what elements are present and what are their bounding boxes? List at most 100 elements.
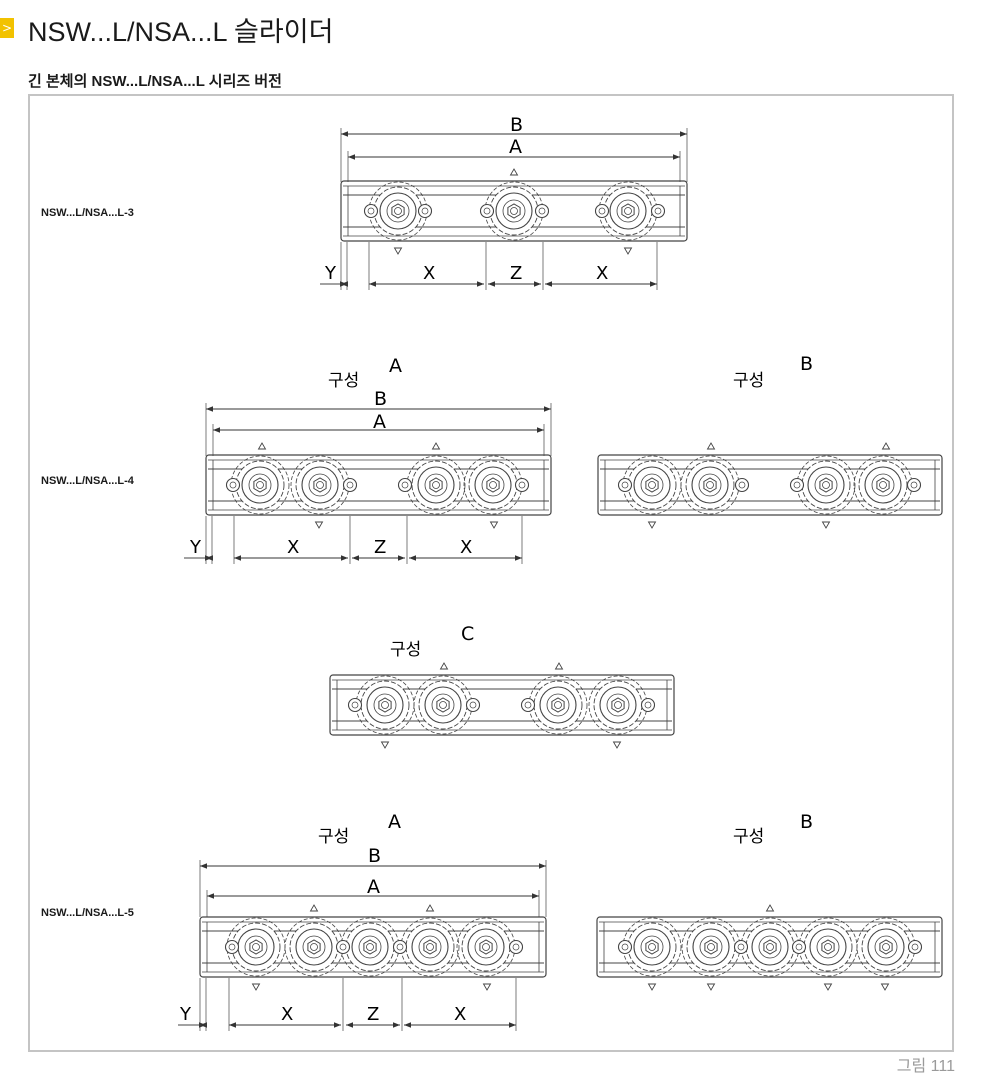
mounting-hole-inner [483,207,491,215]
dim-z-label: Z [367,1004,379,1025]
mounting-hole-inner [518,481,526,489]
hex-nut-icon [821,939,835,955]
mounting-hole [342,477,358,493]
mounting-hole [347,697,363,713]
roller-hub [248,473,272,497]
roller-assembly [400,917,460,977]
eccentric-marker-up-icon [881,442,891,450]
mounting-hole-inner [737,943,745,951]
dim-x-label: X [460,537,472,558]
mounting-hole-inner [738,481,746,489]
mounting-hole-inner [367,207,375,215]
row-label-4: NSW...L/NSA...L-4 [41,475,134,487]
roller-assembly [798,917,858,977]
mounting-hole [650,203,666,219]
eccentric-marker-up-icon [554,662,564,670]
roller-hub [386,199,410,223]
hex-nut-icon [645,477,659,493]
hex-nut-icon [486,477,500,493]
page-title: NSW...L/NSA...L 슬라이더 [28,17,334,47]
roller-assembly [290,455,350,515]
mounting-hole-inner [396,943,404,951]
hex-nut-icon [363,939,377,955]
mounting-hole [335,939,351,955]
figure-caption: 그림 111 [896,1058,955,1075]
mounting-hole [514,477,530,493]
roller-bore [394,207,402,215]
eccentric-marker-down-icon [251,983,261,991]
roller-hub [358,935,382,959]
hex-nut-icon [429,477,443,493]
roller-bore [624,207,632,215]
dim-x-label: X [281,1004,293,1025]
dim-y-label: Y [324,263,337,284]
row-label-3: NSW...L/NSA...L-3 [41,207,134,219]
mounting-hole [617,939,633,955]
roller-hub [474,935,498,959]
slider-outline [329,674,675,736]
roller-bore [648,481,656,489]
roller-bore [510,207,518,215]
mounting-hole [417,203,433,219]
roller-assembly [413,675,473,735]
mounting-hole-inner [621,481,629,489]
mounting-hole-inner [346,481,354,489]
eccentric-marker-down-icon [647,521,657,529]
mounting-hole-inner [421,207,429,215]
mounting-hole-inner [512,943,520,951]
roller-hub [616,199,640,223]
roller-bore [822,481,830,489]
roller-hub [431,693,455,717]
roller-bore [252,943,260,951]
mounting-hole [594,203,610,219]
dim-x-label: X [423,263,435,284]
dim-b-label: B [374,388,387,410]
hex-nut-icon [879,939,893,955]
roller-bore [489,481,497,489]
slider-body [596,904,943,991]
config-label-b-letter: B [800,353,813,375]
dim-a-label: A [373,411,386,433]
mounting-hole [617,477,633,493]
mounting-hole [907,939,923,955]
mounting-hole-inner [401,481,409,489]
config-label-a-word: 구성 [328,371,359,391]
roller-hub [302,935,326,959]
hex-nut-icon [378,697,392,713]
hex-nut-icon [423,939,437,955]
mounting-hole [224,939,240,955]
dim-x-label: X [596,263,608,284]
roller-hub [481,473,505,497]
eccentric-marker-up-icon [765,904,775,912]
hex-nut-icon [703,477,717,493]
roller-assembly [230,455,290,515]
eccentric-marker-up-icon [425,904,435,912]
slider-outline [597,454,943,516]
mounting-hole [465,697,481,713]
mounting-hole-inner [644,701,652,709]
dim-x-label: X [287,537,299,558]
row-label-5: NSW...L/NSA...L-5 [41,907,134,919]
mounting-hole-inner [339,943,347,951]
roller-assembly [796,455,856,515]
mounting-hole [734,477,750,493]
mounting-hole-inner [793,481,801,489]
hex-nut-icon [507,203,521,219]
config-label-c-word: 구성 [390,640,421,660]
mounting-hole [640,697,656,713]
mounting-hole-inner [469,701,477,709]
eccentric-marker-down-icon [706,983,716,991]
mounting-hole-inner [538,207,546,215]
roller-bore [482,943,490,951]
hex-nut-icon [645,939,659,955]
roller-assembly [588,675,648,735]
dim-y-label: Y [189,537,202,558]
roller-bore [310,943,318,951]
roller-assembly [463,455,523,515]
mounting-hole [520,697,536,713]
eccentric-marker-down-icon [612,741,622,749]
hex-nut-icon [479,939,493,955]
slider-outline [205,454,552,516]
roller-assembly [355,675,415,735]
